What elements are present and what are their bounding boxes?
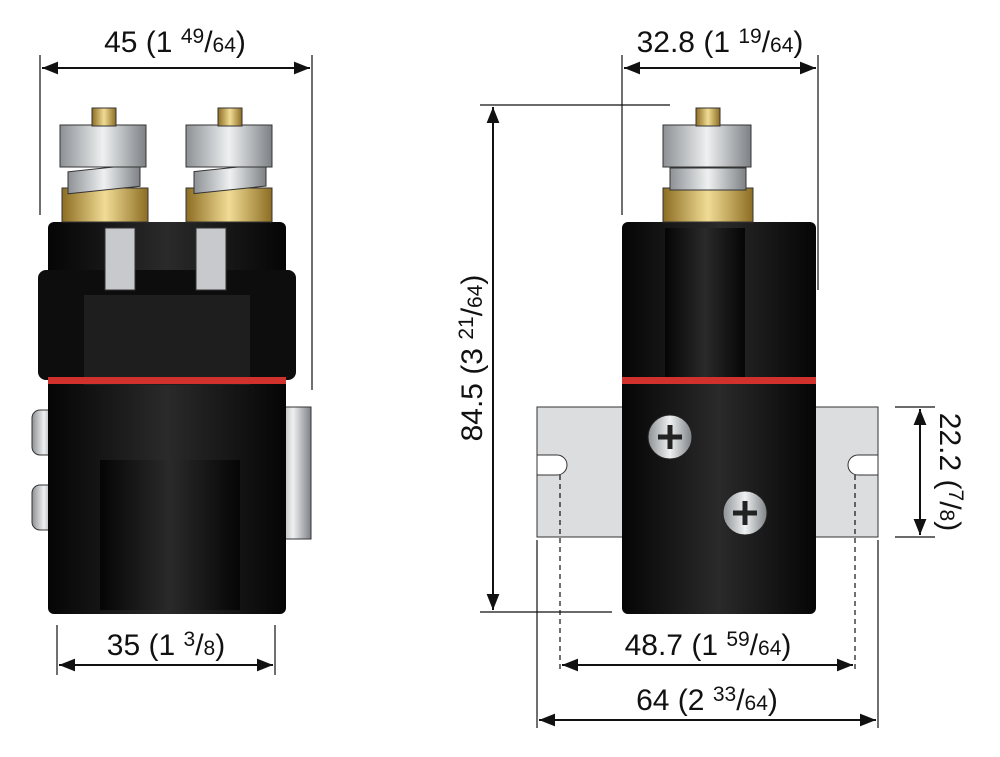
red-stripe (48, 377, 286, 384)
bracket-slot-right (847, 454, 879, 476)
side-view-solenoid (536, 107, 879, 614)
label-front-width: 45 (1 49/64) (104, 25, 246, 59)
label-bracket-height: 22.2 (7/8) (933, 413, 967, 531)
bracket-slot-left (536, 454, 568, 476)
front-view-solenoid (31, 107, 312, 614)
front-terminal-left (59, 107, 149, 291)
label-side-width: 32.8 (1 19/64) (637, 25, 804, 59)
side-terminal (662, 107, 754, 223)
label-height: 84.5 (3 21/64) (455, 275, 489, 442)
screw-lower-icon (722, 490, 768, 536)
label-bracket-width: 64 (2 33/64) (636, 683, 778, 717)
front-terminal-right (185, 107, 273, 291)
screw-upper-icon (647, 414, 693, 460)
side-red-stripe (622, 377, 816, 384)
label-front-base: 35 (1 3/8) (107, 628, 225, 662)
label-slot-spacing: 48.7 (1 59/64) (625, 628, 792, 662)
